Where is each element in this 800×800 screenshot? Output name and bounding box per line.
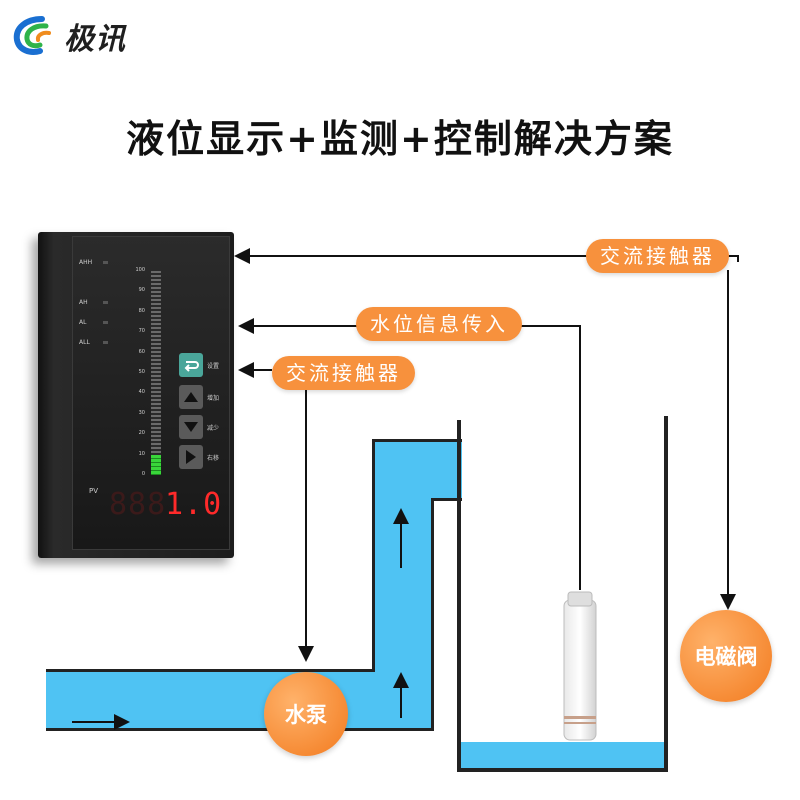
pv-display-dim: 888 <box>109 487 167 522</box>
brand-logo: 极讯 <box>12 14 126 58</box>
label-contactor-top: 交流接触器 <box>586 239 729 273</box>
pv-display-value: 1.0 <box>165 487 223 522</box>
level-sensor <box>563 591 597 741</box>
level-bargraph-fill <box>151 454 161 475</box>
decrease-button-label: 减少 <box>207 425 220 432</box>
alarm-label-all: ALL <box>79 339 90 346</box>
scale-tick-label: 20 <box>138 430 145 437</box>
alarm-led <box>103 301 108 304</box>
water-pipe <box>46 439 462 731</box>
scale-tick-label: 40 <box>138 389 145 396</box>
alarm-label-ah: AH <box>79 299 88 306</box>
alarm-led <box>103 261 108 264</box>
brand-mark-icon <box>13 16 51 55</box>
alarm-led <box>103 321 108 324</box>
shift-right-button-label: 右移 <box>207 455 220 462</box>
alarm-led <box>103 341 108 344</box>
set-button-label: 设置 <box>207 363 220 370</box>
scale-tick-label: 10 <box>138 450 145 457</box>
level-bargraph <box>151 271 161 475</box>
increase-button[interactable] <box>179 385 203 409</box>
scale-tick-label: 80 <box>138 307 145 314</box>
alarm-label-al: AL <box>79 319 87 326</box>
valve-badge: 电磁阀 <box>680 610 772 702</box>
pump-badge: 水泵 <box>264 672 348 756</box>
signal-line-sensor <box>238 318 581 590</box>
triangle-right-icon <box>186 450 196 464</box>
shift-right-button[interactable] <box>179 445 203 469</box>
alarm-label-ahh: AHH <box>79 259 93 266</box>
scale-tick-label: 50 <box>138 369 145 375</box>
scale-tick-label: 60 <box>138 348 145 355</box>
brand-name: 极讯 <box>64 22 126 57</box>
scale-tick-label: 100 <box>135 267 145 273</box>
page-title: 液位显示+监测+控制解决方案 <box>126 117 674 161</box>
triangle-up-icon <box>184 392 198 402</box>
label-contactor-mid: 交流接触器 <box>272 356 415 390</box>
label-level-signal: 水位信息传入 <box>356 307 522 341</box>
set-icon <box>184 361 199 372</box>
increase-button-label: 增加 <box>207 395 220 402</box>
water-tank <box>457 416 668 772</box>
scale-tick-label: 30 <box>138 409 145 416</box>
signal-line-valve <box>234 248 739 264</box>
scale-tick-label: 90 <box>138 287 145 294</box>
decrease-button[interactable] <box>179 415 203 439</box>
set-button[interactable] <box>179 353 203 377</box>
scale-tick-label: 0 <box>141 471 145 477</box>
scale-tick-label: 70 <box>138 328 145 335</box>
pv-label: PV <box>89 487 99 495</box>
triangle-down-icon <box>184 422 198 432</box>
